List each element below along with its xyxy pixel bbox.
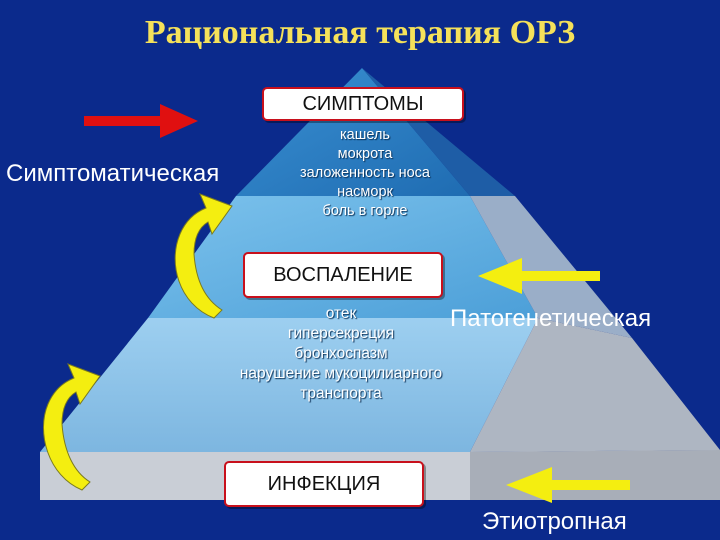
list-item: боль в горле: [322, 203, 408, 219]
red-arrow-right-icon: [84, 104, 198, 138]
therapy-symptomatic: Симптоматическая: [6, 160, 220, 187]
list-item: транспорта: [300, 385, 382, 402]
level-box-inflammation: ВОСПАЛЕНИЕ: [243, 252, 443, 298]
pyramid-right-face-middle: [470, 196, 632, 338]
symptoms-list: кашель мокрота заложенность носа насморк…: [270, 126, 460, 221]
slide-title: Рациональная терапия ОРЗ: [144, 14, 576, 51]
yellow-curved-arrow-up-icon: [174, 193, 233, 319]
list-item: кашель: [340, 127, 390, 143]
list-item: мокрота: [337, 146, 393, 162]
inflammation-list: отек гиперсекреция бронхоспазм нарушение…: [200, 304, 482, 404]
list-item: нарушение мукоцилиарного: [239, 365, 443, 382]
pyramid-tier-bottom: [40, 318, 538, 452]
list-item: заложенность носа: [300, 165, 430, 181]
therapy-pathogenetic: Патогенетическая: [450, 305, 652, 332]
therapy-etiotropic: Этиотропная: [482, 508, 627, 535]
yellow-arrow-left-icon: [506, 467, 630, 503]
level-box-infection: ИНФЕКЦИЯ: [224, 461, 424, 507]
pyramid-bottom-side: [470, 450, 720, 500]
list-item: насморк: [337, 184, 393, 200]
level-box-symptoms: СИМПТОМЫ: [262, 87, 464, 121]
list-item: гиперсекреция: [287, 325, 395, 342]
list-item: бронхоспазм: [294, 345, 388, 362]
yellow-arrow-left-icon: [478, 258, 600, 294]
yellow-curved-arrow-up-icon: [42, 363, 101, 491]
pyramid-tier-top: [236, 68, 470, 196]
pyramid-right-face-bottom: [470, 318, 720, 452]
list-item: отек: [325, 305, 357, 322]
